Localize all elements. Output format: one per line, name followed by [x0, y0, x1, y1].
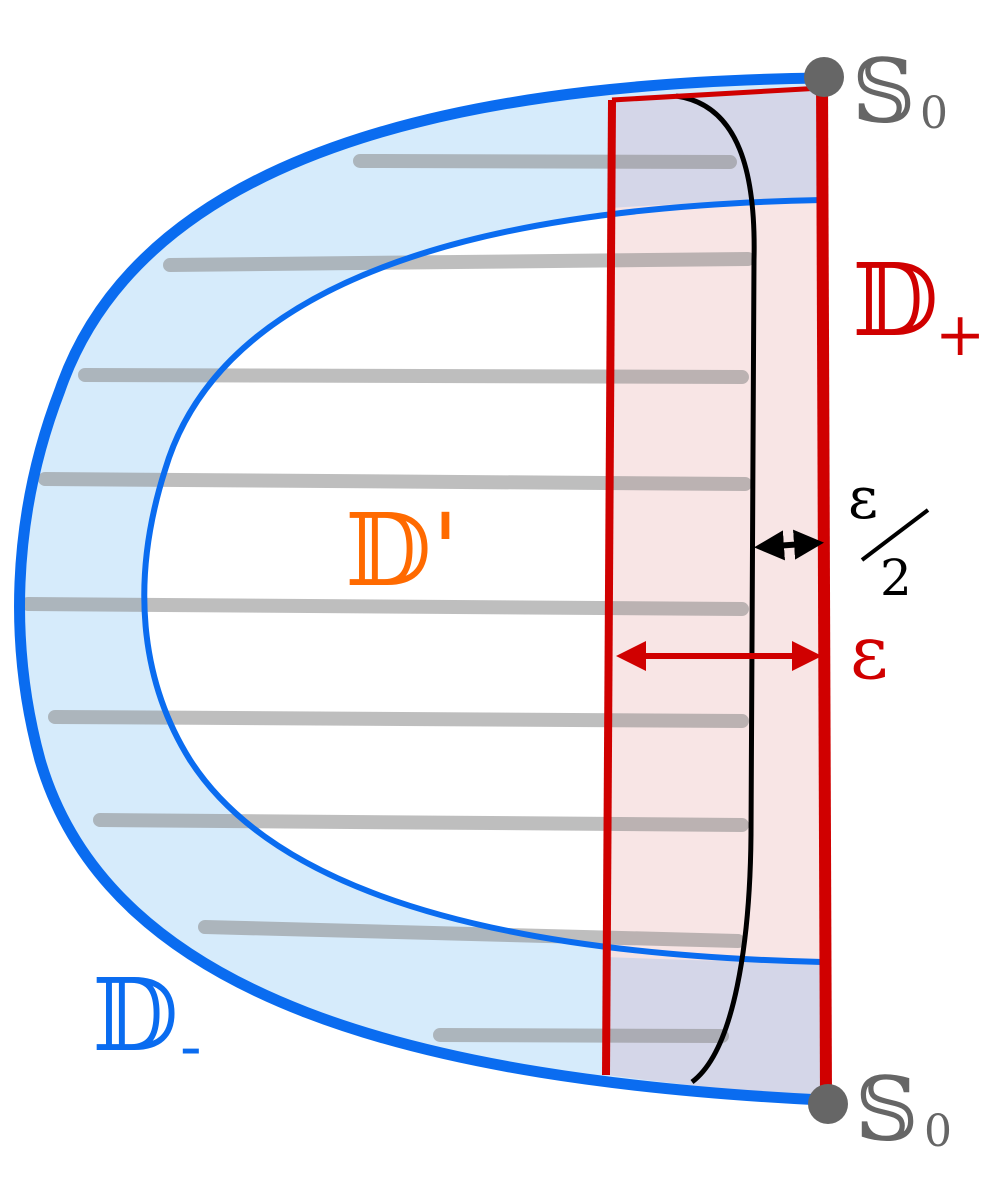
- label-d-plus: 𝔻: [852, 242, 939, 359]
- red-line-top: [611, 85, 823, 103]
- hatch-line: [198, 920, 745, 948]
- red-line-left: [602, 99, 616, 1076]
- label-s0-top-sub: 0: [920, 88, 948, 139]
- label-s0-top: 𝕊: [852, 40, 916, 143]
- fraction-slash: [860, 508, 930, 562]
- hatch-line: [48, 710, 749, 728]
- label-epsilon: ε: [850, 610, 888, 696]
- point-s0-bottom: [808, 1084, 848, 1124]
- hatch-line: [93, 813, 749, 832]
- hatch-line: [163, 252, 755, 272]
- label-d-minus-sub: -: [180, 1010, 202, 1084]
- hatch-line: [433, 1028, 729, 1043]
- label-d-prime: 𝔻': [345, 492, 459, 609]
- hatch-line: [353, 154, 737, 169]
- point-s0-top: [804, 57, 844, 97]
- outer-boundary-d-minus: [14, 72, 828, 1106]
- overlap-bottom: [606, 957, 826, 1098]
- overlap-top: [611, 86, 822, 208]
- red-line-right: [816, 77, 832, 1099]
- label-d-minus: 𝔻: [92, 957, 179, 1074]
- hatch-line: [78, 368, 749, 384]
- label-d-plus-sub: +: [935, 300, 985, 370]
- label-epsilon-half-num: ε: [848, 464, 878, 532]
- inner-boundary: [141, 197, 823, 965]
- strip-fill-d-plus: [606, 90, 828, 1090]
- hatch-line: [38, 472, 752, 491]
- arrow-epsilon-half: [754, 529, 824, 561]
- label-epsilon-half-den: 2: [880, 549, 912, 607]
- black-curve: [675, 93, 757, 1085]
- label-s0-bottom: 𝕊: [855, 1058, 919, 1161]
- label-s0-bottom-sub: 0: [924, 1106, 952, 1157]
